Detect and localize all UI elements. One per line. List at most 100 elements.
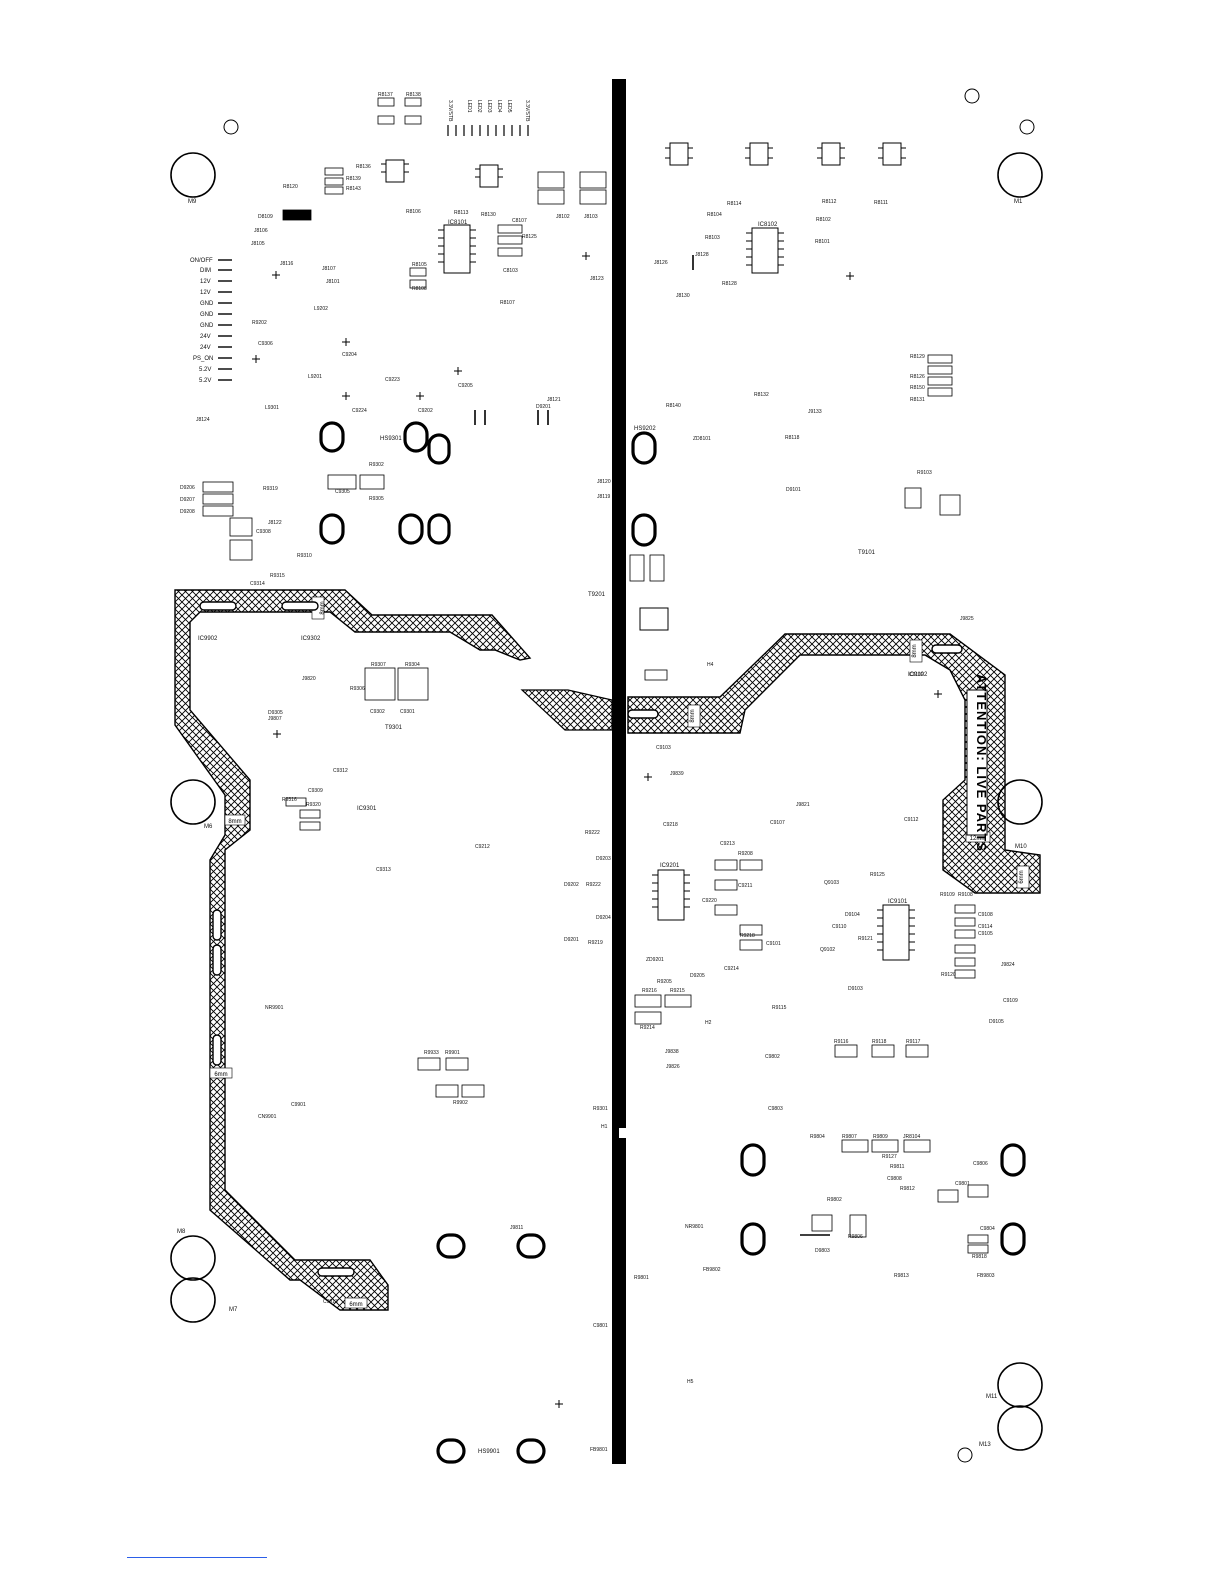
isolation-barrier-left xyxy=(174,589,532,1311)
reference-label: J9826 xyxy=(666,1064,680,1070)
reference-label: R9304 xyxy=(405,662,420,668)
reference-label: R8143 xyxy=(346,186,361,192)
reference-label: R9109 xyxy=(940,892,955,898)
ic-label: IC8102 xyxy=(758,222,778,228)
clearance-label: 8mm xyxy=(690,709,696,722)
reference-label: ZD9201 xyxy=(646,957,664,963)
reference-label: R8108 xyxy=(412,286,427,292)
reference-label: J9821 xyxy=(796,802,810,808)
reference-label: J8122 xyxy=(268,520,282,526)
reference-label: R8104 xyxy=(707,212,722,218)
reference-label: D9202 xyxy=(564,882,579,888)
led-pin-label: 3.3V/STB xyxy=(447,100,453,122)
reference-label: R8111 xyxy=(874,200,888,206)
reference-label: C9313 xyxy=(376,867,391,873)
reference-label: R9208 xyxy=(738,851,753,857)
ic-label: IC9301 xyxy=(357,806,377,812)
reference-label: D8109 xyxy=(258,214,273,220)
major-part-labels: T9201 T9101 T9301 IC9101 IC9102 IC9201 I… xyxy=(198,220,928,1455)
reference-label: R9127 xyxy=(882,1154,897,1160)
transformer-label: T9201 xyxy=(588,592,606,598)
reference-label: CN9901 xyxy=(258,1114,277,1120)
reference-label: R9202 xyxy=(252,320,267,326)
reference-label: J8124 xyxy=(196,417,210,423)
reference-label: R9812 xyxy=(900,1186,915,1192)
reference-label: R8112 xyxy=(822,199,837,205)
reference-label: J8123 xyxy=(590,276,604,282)
transformer-label: T9301 xyxy=(385,725,403,731)
reference-label: J8119 xyxy=(597,494,610,500)
reference-label: D9205 xyxy=(690,973,705,979)
reference-label: R8101 xyxy=(815,239,830,245)
connector-pin-label: ON/OFF xyxy=(190,258,213,264)
reference-label: J8101 xyxy=(326,279,340,285)
reference-label: R8113 xyxy=(454,210,469,216)
reference-label: D9201 xyxy=(564,937,579,943)
reference-label: R8126 xyxy=(910,374,925,380)
reference-label: R9806 xyxy=(848,1234,863,1240)
reference-label: D9305 xyxy=(268,710,283,716)
reference-label: R9115 xyxy=(772,1005,787,1011)
reference-label: FB9802 xyxy=(703,1267,721,1273)
reference-label: C9114 xyxy=(978,924,993,930)
reference-label: R8137 xyxy=(378,92,393,98)
reference-label: C9224 xyxy=(352,408,367,414)
reference-label: J9807 xyxy=(268,716,282,722)
reference-label: R9214 xyxy=(640,1025,655,1031)
reference-label: J8116 xyxy=(280,261,293,267)
reference-label: R9902 xyxy=(453,1100,468,1106)
reference-label: R9205 xyxy=(657,979,672,985)
footer-rule xyxy=(127,1557,267,1558)
led-pin-label: LED4 xyxy=(496,100,502,113)
clearance-label: 8mm xyxy=(320,601,326,614)
reference-label: C9901 xyxy=(291,1102,306,1108)
reference-label: R8120 xyxy=(283,184,298,190)
connector-pin-label: 12V xyxy=(200,290,211,296)
reference-label: R9103 xyxy=(917,470,932,476)
reference-label: R9807 xyxy=(842,1134,857,1140)
reference-label: D9201 xyxy=(536,404,551,410)
ic-label: IC9201 xyxy=(660,863,680,869)
heatsink-label: HS9301 xyxy=(380,436,402,442)
isolation-barrier-slant xyxy=(520,689,613,731)
reference-label: C9101 xyxy=(766,941,781,947)
reference-label: R9305 xyxy=(369,496,384,502)
reference-label: D9204 xyxy=(596,915,611,921)
reference-label: R9315 xyxy=(270,573,285,579)
reference-label: C9214 xyxy=(724,966,739,972)
reference-label: J9839 xyxy=(670,771,684,777)
reference-label: R8118 xyxy=(785,435,800,441)
reference-label: R8102 xyxy=(816,217,831,223)
reference-label: D9208 xyxy=(180,509,195,515)
reference-label: C9301 xyxy=(400,709,415,715)
reference-label: J8126 xyxy=(654,260,668,266)
reference-label: R8150 xyxy=(910,385,925,391)
connector-pin-label: PS_ON xyxy=(193,356,213,362)
reference-label: C9806 xyxy=(973,1161,988,1167)
reference-label: C9112 xyxy=(904,817,919,823)
mounting-hole-label: M6 xyxy=(204,824,213,830)
reference-label: C9305 xyxy=(335,489,350,495)
reference-label: R8132 xyxy=(754,392,769,398)
reference-label: C9218 xyxy=(663,822,678,828)
ic-label: IC9102 xyxy=(908,672,928,678)
reference-label: D9101 xyxy=(786,487,801,493)
reference-label: R8107 xyxy=(500,300,515,306)
connector-pin-label: 24V xyxy=(200,334,211,340)
reference-label: C9306 xyxy=(258,341,273,347)
clearance-label: 8mm xyxy=(228,819,241,825)
connector-pin-label: GND xyxy=(200,301,214,307)
reference-label: C9308 xyxy=(256,529,271,535)
reference-label: R8139 xyxy=(346,176,361,182)
mounting-hole-labels: M9 M1 M6 M10 M8 M7 M11 M13 xyxy=(177,199,1027,1448)
reference-label: C9223 xyxy=(385,377,400,383)
reference-label: C9804 xyxy=(980,1226,995,1232)
reference-label: R9307 xyxy=(371,662,386,668)
mounting-hole-label: M10 xyxy=(1015,844,1027,850)
reference-label: D9105 xyxy=(989,1019,1004,1025)
reference-label: R9118 xyxy=(872,1039,887,1045)
led-pin-label: LED2 xyxy=(476,100,482,113)
reference-label: D9803 xyxy=(815,1248,830,1254)
reference-label: R8130 xyxy=(481,212,496,218)
